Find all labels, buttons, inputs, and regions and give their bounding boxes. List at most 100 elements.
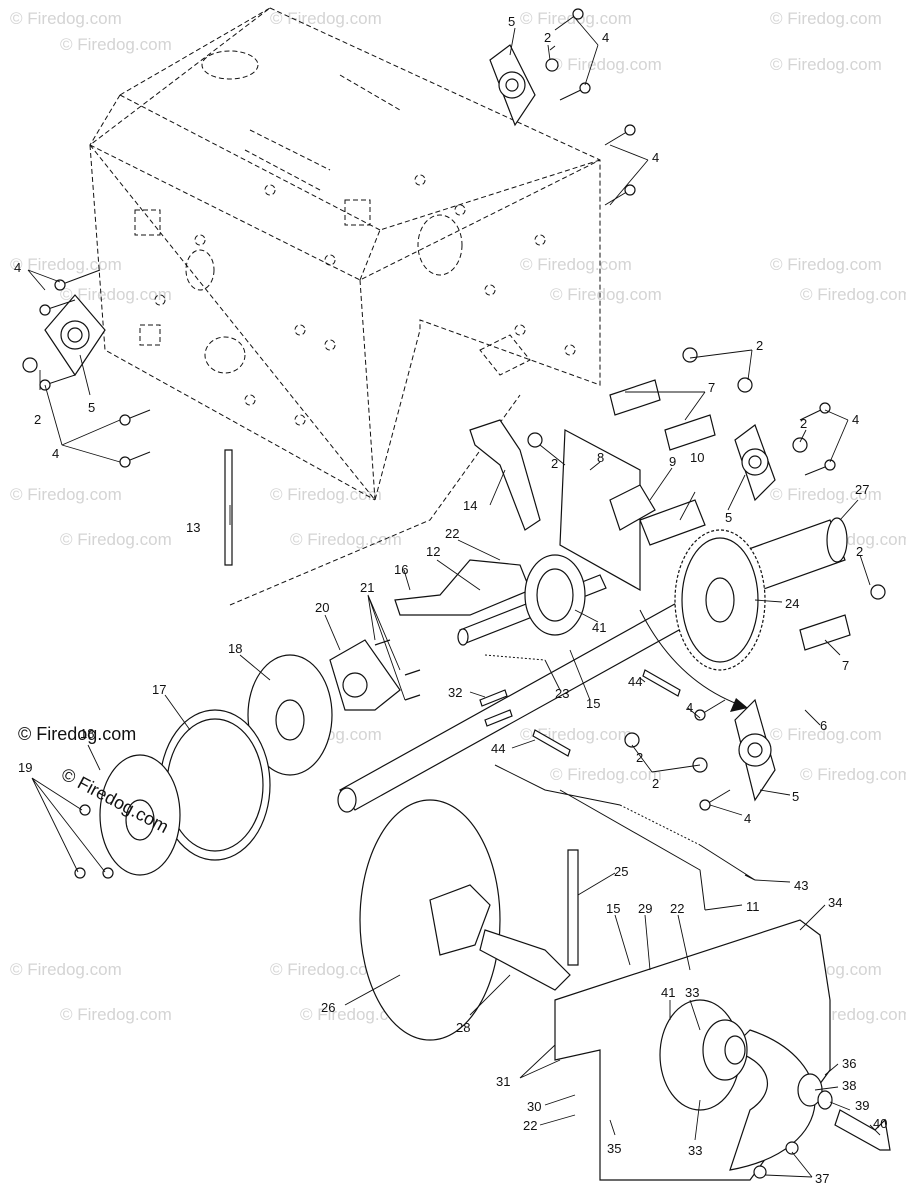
watermark: © Firedog.com	[520, 255, 632, 274]
callout-label: 4	[52, 446, 59, 461]
callout-label: 22	[445, 526, 459, 541]
callout-label: 2	[652, 776, 659, 791]
callout-label: 27	[855, 482, 869, 497]
callout-label: 16	[394, 562, 408, 577]
plate-18	[74, 754, 181, 879]
watermark: © Firedog.com	[10, 255, 122, 274]
callout-label: 37	[815, 1171, 829, 1186]
watermark: © Firedog.com	[60, 530, 172, 549]
shaft-13	[224, 449, 233, 566]
leader-lines	[27, 17, 881, 1178]
callout-label: 43	[794, 878, 808, 893]
callout-label: 11	[746, 899, 760, 914]
callout-label: 41	[592, 620, 606, 635]
watermark: © Firedog.com	[770, 725, 882, 744]
callout-label: 33	[685, 985, 699, 1000]
auger-housing	[89, 7, 601, 606]
callout-label: 28	[456, 1020, 470, 1035]
callout-label: 2	[756, 338, 763, 353]
callout-label: 4	[602, 30, 609, 45]
watermark: © Firedog.com	[270, 960, 382, 979]
callout-label: 39	[855, 1098, 869, 1113]
callout-label: 2	[636, 750, 643, 765]
callout-label: 15	[586, 696, 600, 711]
watermark: © Firedog.com	[770, 485, 882, 504]
callout-label: 33	[688, 1143, 702, 1158]
callout-label: 7	[708, 380, 715, 395]
callout-label: 14	[463, 498, 477, 513]
watermark: © Firedog.com	[270, 485, 382, 504]
callout-label: 25	[614, 864, 628, 879]
callout-label: 21	[360, 580, 374, 595]
callout-label: 13	[186, 520, 200, 535]
callout-label: 2	[544, 30, 551, 45]
watermark: © Firedog.com	[550, 285, 662, 304]
callout-label: 12	[426, 544, 440, 559]
callout-label: 40	[873, 1116, 887, 1131]
callout-label: 18	[228, 641, 242, 656]
callout-label: 30	[527, 1099, 541, 1114]
keys	[479, 669, 681, 757]
callout-label: 41	[661, 985, 675, 1000]
spacers	[609, 379, 851, 651]
callout-label: 4	[686, 700, 693, 715]
direction-arrow	[639, 609, 741, 706]
watermark: © Firedog.com	[10, 960, 122, 979]
callout-label: 24	[785, 596, 799, 611]
bolt-40-assembly	[753, 1073, 891, 1179]
callout-label: 4	[852, 412, 859, 427]
callout-label: 9	[669, 454, 676, 469]
callout-label: 23	[555, 686, 569, 701]
watermark: © Firedog.com	[10, 9, 122, 28]
callout-label: 34	[828, 895, 842, 910]
callout-label: 31	[496, 1074, 510, 1089]
bearing-flange-top	[489, 44, 536, 127]
callout-label: 2	[34, 412, 41, 427]
disc-26	[359, 799, 501, 1041]
watermark: © Firedog.com	[770, 9, 882, 28]
disc-18	[247, 654, 333, 776]
watermark: © Firedog.com	[60, 35, 172, 54]
callout-label: 29	[638, 901, 652, 916]
callout-label: 5	[508, 14, 515, 29]
arrowhead	[730, 698, 748, 712]
bearing-flange-right	[734, 424, 776, 502]
callout-label: 19	[18, 760, 32, 775]
callout-label: 22	[523, 1118, 537, 1133]
callout-label: 4	[744, 811, 751, 826]
watermark: © Firedog.com	[10, 485, 122, 504]
callout-label: 5	[725, 510, 732, 525]
watermark: © Firedog.com	[550, 765, 662, 784]
lower-bracket-34	[554, 919, 831, 1181]
watermark: © Firedog.com	[770, 55, 882, 74]
callout-label: 22	[670, 901, 684, 916]
callout-label: 7	[842, 658, 849, 673]
callout-label: 36	[842, 1056, 856, 1071]
callout-label: 20	[315, 600, 329, 615]
watermark: © Firedog.com	[60, 285, 172, 304]
watermark: © Firedog.com	[550, 55, 662, 74]
gear-24	[674, 529, 766, 671]
springs	[484, 654, 701, 846]
watermark: © Firedog.com	[800, 285, 906, 304]
callout-label: 2	[856, 544, 863, 559]
callout-label: 44	[491, 741, 505, 756]
callout-label: 15	[606, 901, 620, 916]
watermark: © Firedog.com	[770, 255, 882, 274]
callout-label: 6	[820, 718, 827, 733]
cable-11	[494, 764, 756, 911]
callout-label: 17	[152, 682, 166, 697]
pin-25	[567, 849, 579, 966]
callout-label: 32	[448, 685, 462, 700]
watermark: © Firedog.com	[270, 9, 382, 28]
callout-label: 18	[80, 726, 94, 741]
bearing-flange-lower	[734, 698, 776, 802]
callout-label: 8	[597, 450, 604, 465]
callout-label: 10	[690, 450, 704, 465]
callout-label: 26	[321, 1000, 335, 1015]
callout-label: 5	[88, 400, 95, 415]
callout-label: 2	[800, 416, 807, 431]
bearing-flange-left	[44, 294, 106, 377]
callout-label: 5	[792, 789, 799, 804]
